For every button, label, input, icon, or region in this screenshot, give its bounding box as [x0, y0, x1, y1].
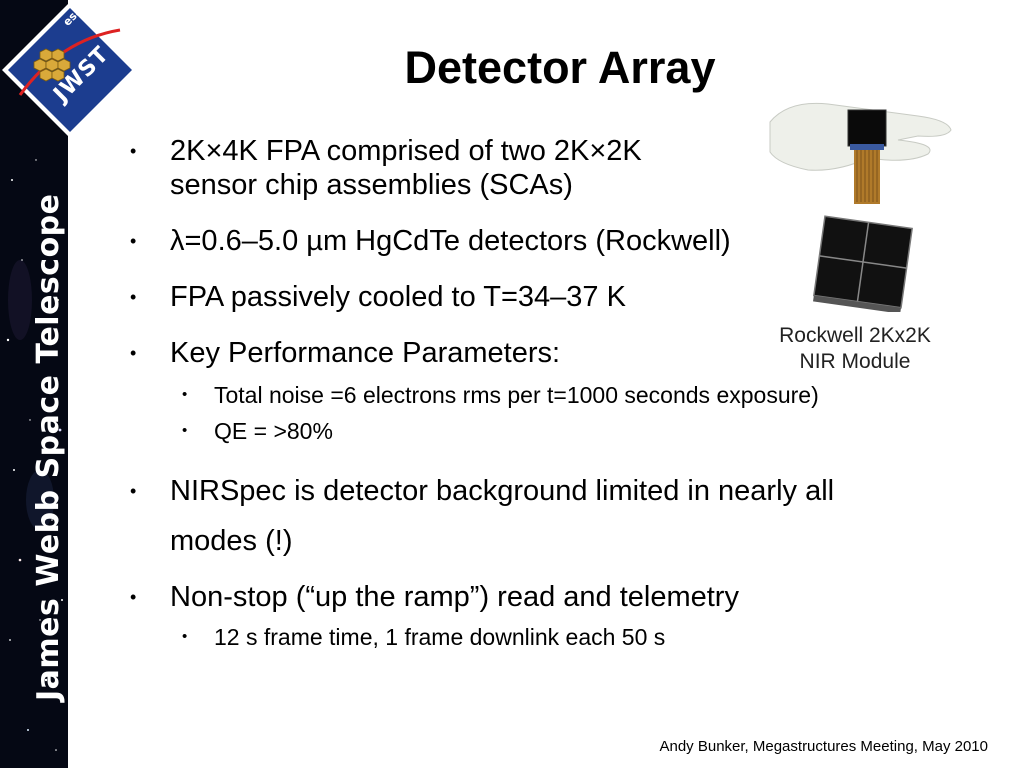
bullet-readout: Non-stop (“up the ramp”) read and teleme… — [125, 580, 1005, 614]
bullet-text: Non-stop (“up the ramp”) read and teleme… — [170, 581, 739, 613]
bullet-list: 2K×4K FPA comprised of two 2K×2K sensor … — [125, 134, 1005, 652]
sub-bullet-frame-time: 12 s frame time, 1 frame downlink each 5… — [125, 622, 1005, 652]
bullet-cooling: FPA passively cooled to T=34–37 K — [125, 280, 1005, 314]
bullet-wavelength: λ=0.6–5.0 µm HgCdTe detectors (Rockwell) — [125, 224, 1005, 258]
footer-credit: Andy Bunker, Megastructures Meeting, May… — [659, 738, 988, 755]
jwst-logo: esa JWST — [0, 0, 140, 140]
logo-diamond-icon — [2, 2, 138, 138]
bullet-text: modes (!) — [170, 525, 293, 557]
bullet-text: sensor chip assemblies (SCAs) — [170, 169, 573, 201]
bullet-fpa: 2K×4K FPA comprised of two 2K×2K — [125, 134, 1005, 168]
bullet-text: λ=0.6–5.0 µm HgCdTe detectors (Rockwell) — [170, 225, 731, 257]
bullet-text: FPA passively cooled to T=34–37 K — [170, 281, 626, 313]
bullet-text: 12 s frame time, 1 frame downlink each 5… — [214, 624, 666, 650]
bullet-fpa-continuation: sensor chip assemblies (SCAs) — [125, 168, 1005, 202]
sub-bullet-noise: Total noise =6 electrons rms per t=1000 … — [125, 380, 1005, 410]
starfield-background — [6, 159, 63, 751]
bullet-kpp: Key Performance Parameters: — [125, 336, 1005, 370]
bullet-text: 2K×4K FPA comprised of two 2K×2K — [170, 135, 642, 167]
bullet-background-limited: NIRSpec is detector background limited i… — [125, 466, 1005, 516]
bullet-text: Key Performance Parameters: — [170, 337, 561, 369]
bullet-text: QE = >80% — [214, 418, 333, 444]
bullet-text: Total noise =6 electrons rms per t=1000 … — [214, 382, 819, 408]
bullet-background-continuation: modes (!) — [125, 516, 1005, 566]
bullet-text: NIRSpec is detector background limited i… — [170, 475, 835, 507]
sub-bullet-qe: QE = >80% — [125, 416, 1005, 446]
slide-title: Detector Array — [404, 42, 716, 93]
banner-title: James Webb Space Telescope — [31, 193, 66, 701]
side-banner: James Webb Space Telescope — [0, 0, 68, 768]
